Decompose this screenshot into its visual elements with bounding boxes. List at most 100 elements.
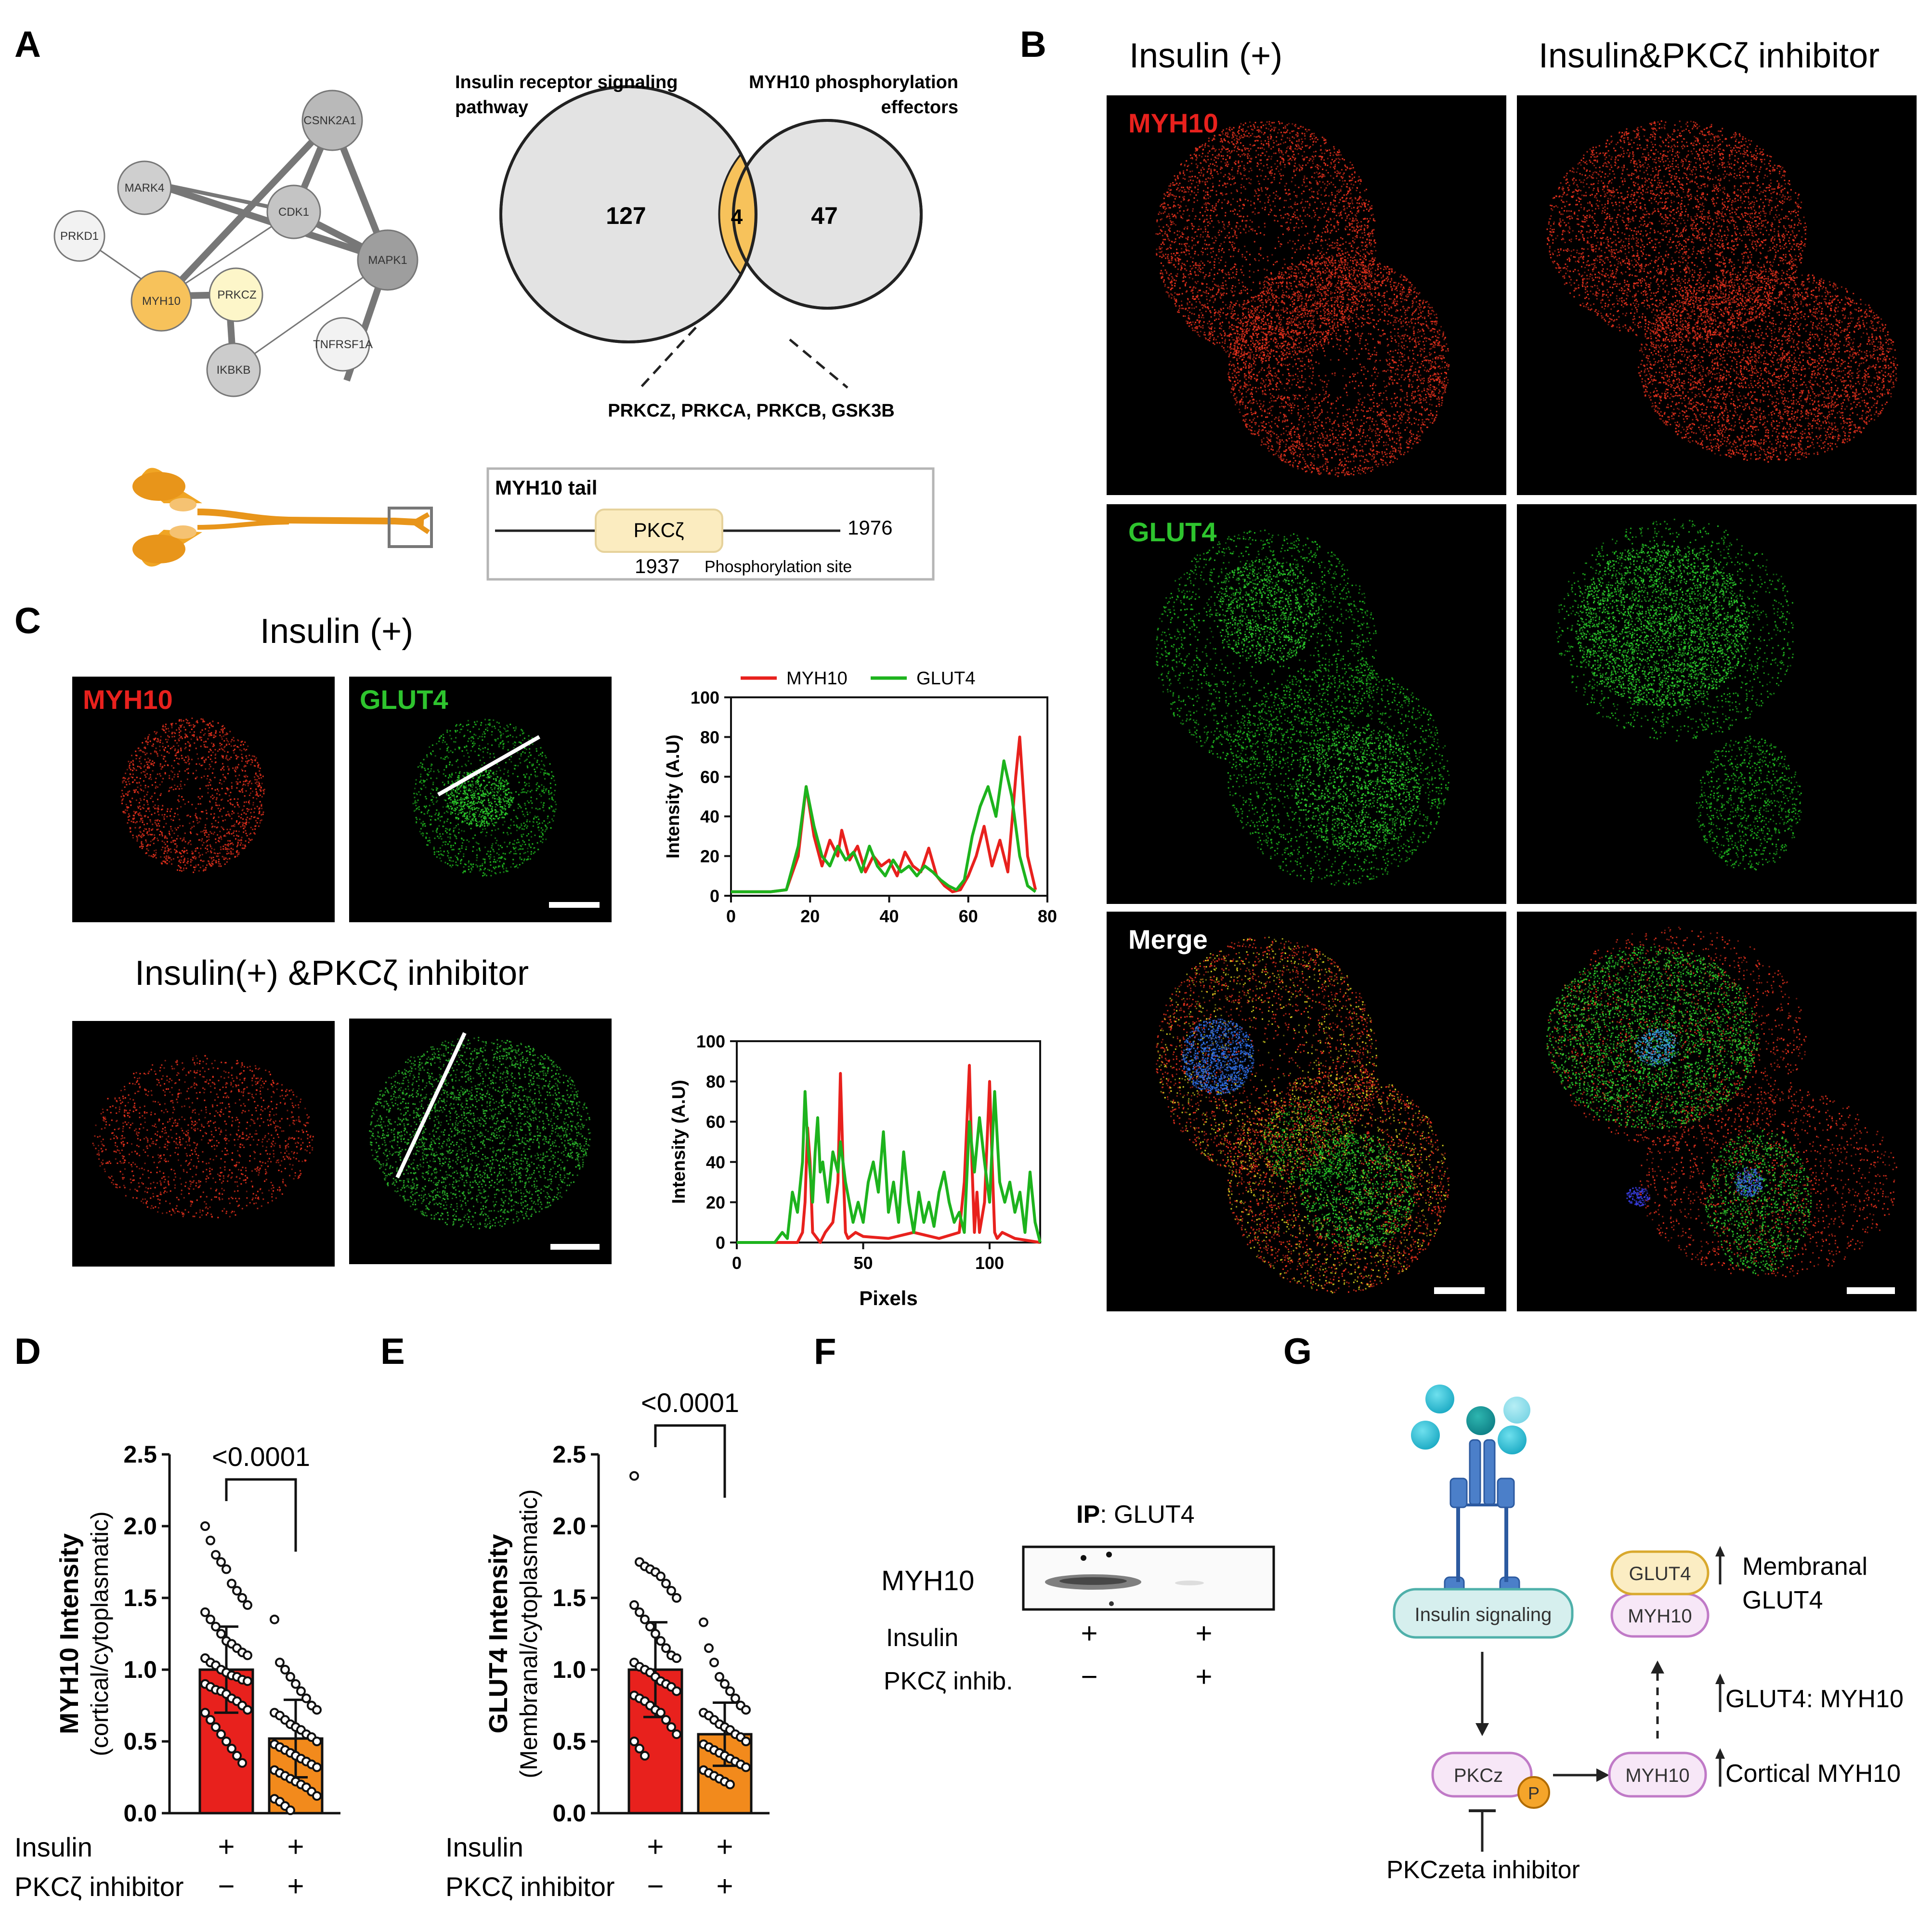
blot-row1-val1: + [1081,1617,1097,1649]
panel-letter-f: F [814,1331,836,1372]
cells-c-glut4-inhibitor [369,1032,591,1229]
label-c-myh10: MYH10 [83,684,173,715]
series-line-glut4 [737,1090,1042,1244]
blot-row1-val2: + [1195,1617,1212,1649]
data-point [243,1705,252,1715]
data-point [731,1693,740,1703]
data-point [635,1743,644,1753]
insulin-ball-2 [1411,1421,1440,1450]
data-point [672,1653,681,1663]
data-point [656,1571,666,1582]
panel-b-col2-title: Insulin&PKCζ inhibitor [1539,37,1880,75]
significance-bracket [225,1478,297,1552]
y-tick-label: 60 [700,767,719,787]
y-tick-label: 100 [691,688,719,707]
cells-glut4-inhibitor [1556,519,1802,871]
insulin-signaling-label: Insulin signaling [1415,1604,1552,1625]
data-point [275,1658,285,1668]
scale-bar [1847,1287,1895,1294]
panel-b-merge-inhibitor [1517,912,1917,1311]
y-tick-label: 0.0 [123,1800,157,1827]
y-tick-label: 100 [696,1032,725,1051]
membranal-line1: Membranal [1742,1553,1867,1581]
data-point [222,1564,231,1574]
row2-value: − [218,1870,235,1902]
y-axis-label: GLUT4 Intensity [484,1534,513,1733]
data-point [672,1729,681,1739]
y-tick-label: 40 [706,1152,725,1172]
venn-diagram: 127 4 47 Insulin receptor signaling path… [455,72,958,421]
y-tick-label: 20 [700,847,719,866]
scale-bar [550,1244,600,1250]
data-point [645,1621,655,1632]
data-point [312,1705,322,1715]
panel-b-myh10-insulin: MYH10 [1107,95,1506,495]
blot-row2-val2: + [1195,1661,1212,1693]
cells-c-myh10-inhibitor [92,1055,314,1218]
data-point [672,1593,681,1603]
data-point [216,1629,226,1639]
panel-c-myh10-inhibitor [72,1021,335,1267]
data-point [312,1791,322,1801]
panel-b-glut4-inhibitor [1517,504,1917,904]
data-point [741,1762,751,1772]
data-point [640,1614,650,1624]
x-tick-label: 60 [959,906,978,926]
data-point [720,1679,730,1689]
y-tick-label: 1.0 [123,1656,157,1683]
y-tick-label: 0.5 [552,1728,586,1755]
tail-site-label: Phosphorylation site [705,558,852,576]
data-point [640,1751,650,1761]
data-point [270,1614,279,1624]
row-label-inhibitor: PKCζ inhibitor [445,1871,615,1902]
y-axis-label: MYH10 Intensity [55,1533,84,1734]
panel-letter-d: D [14,1331,41,1372]
panel-letter-e: E [380,1331,405,1372]
row1-value: + [647,1831,664,1863]
x-tick-label: 40 [879,906,899,926]
venn-overlap-genes: PRKCZ, PRKCA, PRKCB, GSK3B [608,401,894,421]
row1-value: + [287,1831,304,1863]
data-point [211,1550,221,1560]
x-tick-label: 100 [975,1253,1004,1273]
venn-right-title-line1: MYH10 phosphorylation [749,72,958,92]
node-mapk1: MAPK1 [368,254,407,267]
glut4-label: GLUT4 [1629,1563,1691,1584]
panel-c-myh10-insulin: MYH10 [72,677,335,922]
data-point [709,1658,719,1668]
x-tick-label: 50 [853,1253,873,1273]
panel-c-glut4-insulin: GLUT4 [349,677,612,922]
y-tick-label: 1.0 [552,1656,586,1683]
data-point [243,1650,252,1661]
legend-label: MYH10 [786,668,848,689]
data-point [629,1737,639,1746]
scale-bar [549,902,600,908]
ip-bold: IP [1076,1501,1100,1529]
data-point [725,1779,735,1790]
node-ikbkb: IKBKB [217,364,251,377]
row-label-insulin: Insulin [14,1832,92,1862]
data-point [227,1579,236,1589]
y-tick-label: 60 [706,1112,725,1132]
data-point [200,1607,210,1617]
series-line-myh10 [737,1064,1041,1244]
data-point [312,1762,322,1772]
data-point [656,1636,666,1646]
data-point [211,1722,221,1732]
row2-value: + [287,1870,304,1902]
p-value: <0.0001 [212,1441,310,1472]
data-point [629,1471,639,1481]
data-point [741,1737,751,1746]
blot-row1-label: Insulin [886,1624,958,1652]
data-point [741,1705,751,1715]
blot-band-label: MYH10 [881,1565,974,1596]
series-line-myh10 [731,735,1037,893]
plot-frame [736,1040,1041,1243]
node-cdk1: CDK1 [278,206,309,219]
venn-right-title-line2: effectors [881,97,959,118]
ip-label: IP: GLUT4 [1076,1501,1195,1529]
y-tick-label: 80 [700,727,719,747]
x-tick-label: 20 [800,906,820,926]
x-axis-label: Pixels [859,1287,917,1309]
